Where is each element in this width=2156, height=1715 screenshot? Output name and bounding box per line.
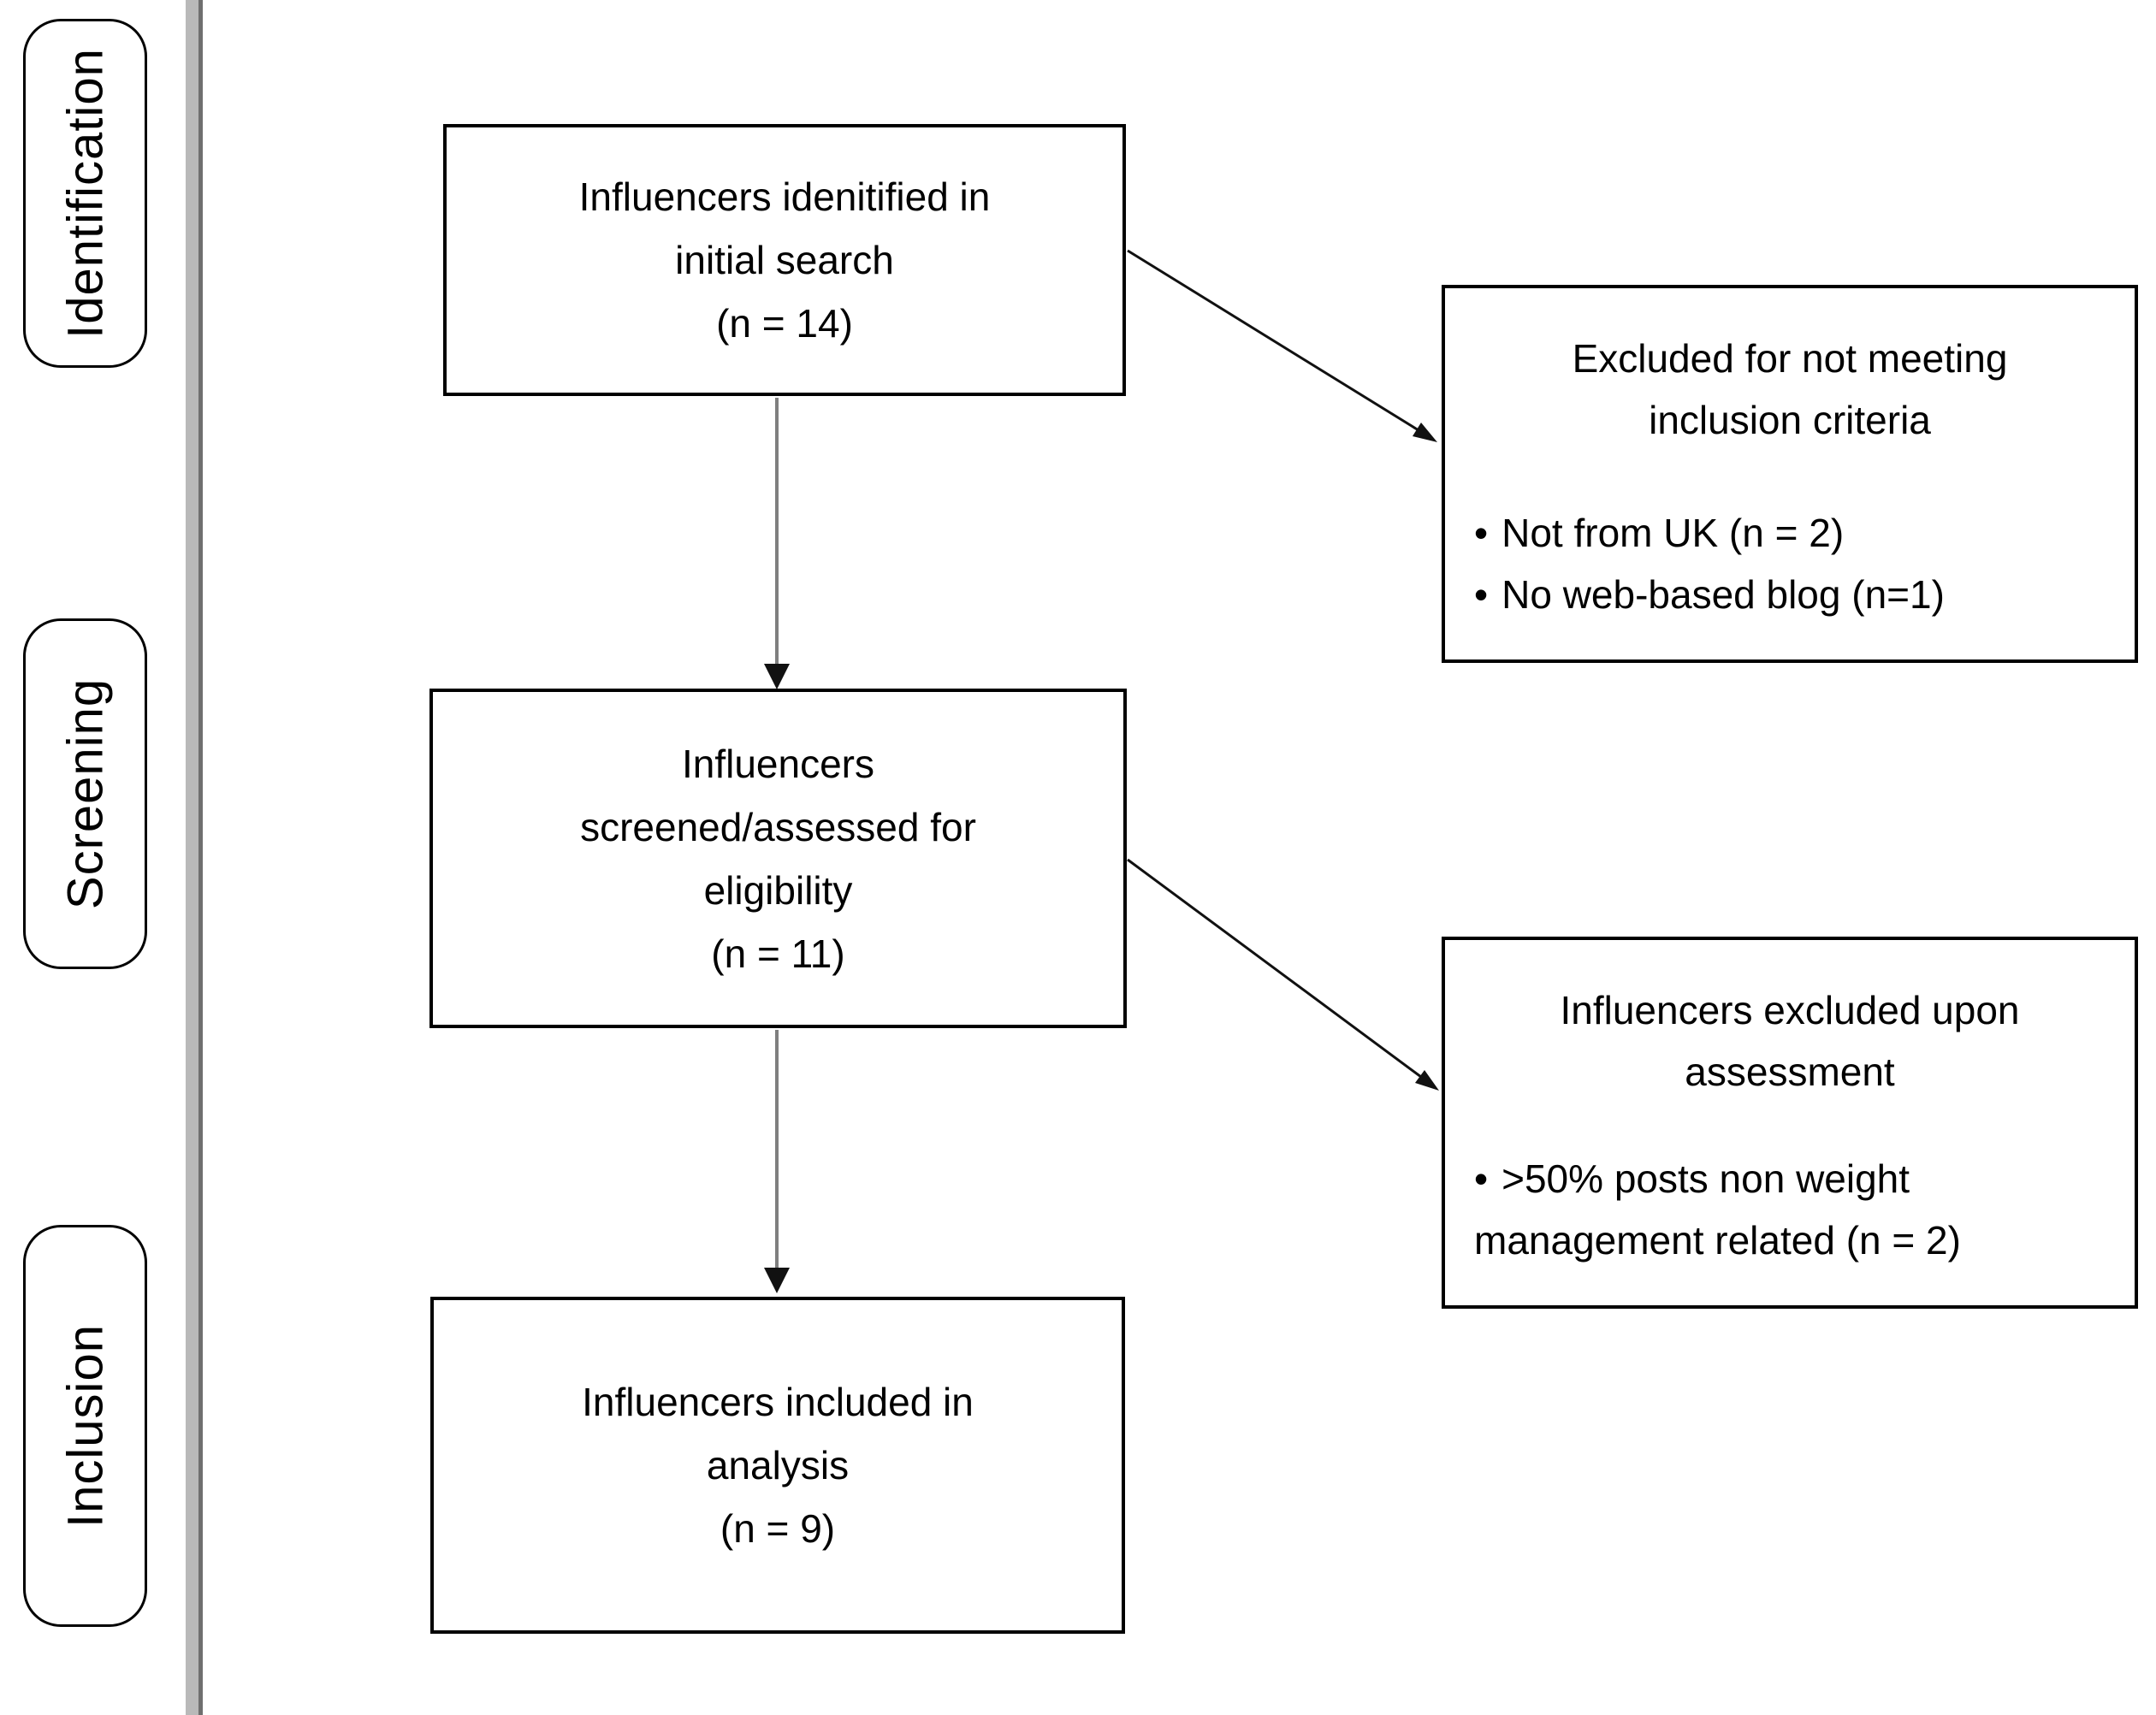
flow-box-screened-line2: screened/assessed for bbox=[580, 804, 976, 849]
separator-bar bbox=[186, 0, 198, 1715]
bullet-icon: • bbox=[1474, 572, 1489, 617]
flow-box-screened-line3: eligibility bbox=[703, 867, 853, 913]
exclusion-box-assessment-title-line1: Influencers excluded upon bbox=[1560, 988, 2020, 1032]
arrowhead-screened-to-excluded bbox=[1415, 1070, 1439, 1091]
exclusion-box-assessment-title-line2: assessment bbox=[1685, 1050, 1895, 1094]
bullet-item: • No web-based blog (n=1) bbox=[1474, 564, 2106, 625]
stage-label-identification-text: Identification bbox=[57, 48, 113, 339]
bullet-item: •>50% posts non weight management relate… bbox=[1474, 1148, 2106, 1271]
exclusion-box-criteria-title-line1: Excluded for not meeting bbox=[1572, 336, 2008, 381]
bullet-text: No web-based blog (n=1) bbox=[1502, 572, 1945, 617]
exclusion-box-assessment: Influencers excluded upon assessment •>5… bbox=[1442, 937, 2138, 1309]
bullet-text: Not from UK (n = 2) bbox=[1502, 511, 1845, 555]
separator-line bbox=[198, 0, 203, 1715]
stage-label-inclusion: Inclusion bbox=[23, 1225, 147, 1627]
flow-box-identified-count: (n = 14) bbox=[716, 301, 853, 346]
exclusion-box-assessment-bullets: •>50% posts non weight management relate… bbox=[1474, 1148, 2106, 1271]
exclusion-box-criteria-bullets: • Not from UK (n = 2) • No web-based blog … bbox=[1474, 502, 2106, 625]
exclusion-box-criteria-title-line2: inclusion criteria bbox=[1649, 398, 1931, 442]
flow-box-screened-line1: Influencers bbox=[681, 741, 874, 786]
stage-label-screening: Screening bbox=[23, 618, 147, 969]
stage-label-inclusion-text: Inclusion bbox=[57, 1324, 113, 1528]
arrowhead-identified-to-screened bbox=[764, 664, 790, 689]
flow-box-screened-count: (n = 11) bbox=[711, 931, 845, 976]
exclusion-box-criteria: Excluded for not meeting inclusion crite… bbox=[1442, 285, 2138, 663]
flow-box-included-line2: analysis bbox=[706, 1443, 850, 1487]
bullet-text: >50% posts non weight management related… bbox=[1474, 1156, 1961, 1263]
flow-box-identified-line1: Influencers idenitified in bbox=[578, 174, 991, 219]
arrow-identified-to-excluded bbox=[1127, 249, 1419, 432]
arrow-screened-to-excluded bbox=[1127, 858, 1422, 1079]
flow-box-included-line1: Influencers included in bbox=[582, 1380, 974, 1424]
bullet-icon: • bbox=[1474, 511, 1489, 555]
flow-box-included-count: (n = 9) bbox=[720, 1506, 836, 1551]
arrowhead-identified-to-excluded bbox=[1413, 423, 1437, 442]
flow-box-identified-line2: initial search bbox=[675, 238, 894, 282]
flow-box-screened: Influencers screened/assessed for eligib… bbox=[429, 689, 1127, 1028]
bullet-icon: • bbox=[1474, 1156, 1489, 1201]
stage-label-screening-text: Screening bbox=[57, 677, 113, 910]
arrowhead-screened-to-included bbox=[764, 1268, 790, 1293]
flow-box-identified: Influencers idenitified in initial searc… bbox=[443, 124, 1126, 396]
stage-label-identification: Identification bbox=[23, 19, 147, 368]
bullet-item: • Not from UK (n = 2) bbox=[1474, 502, 2106, 564]
flow-box-included: Influencers included in analysis (n = 9) bbox=[430, 1297, 1125, 1634]
